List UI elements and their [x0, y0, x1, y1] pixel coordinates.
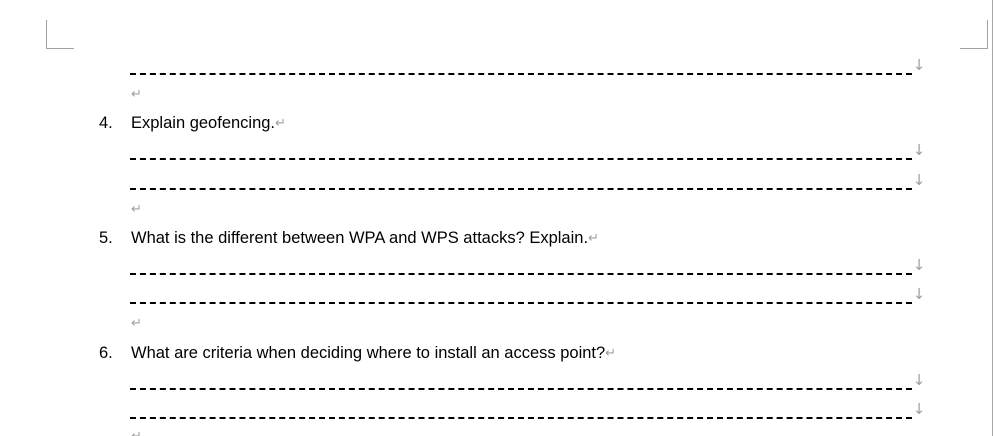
line-break-mark-icon: ↓ [912, 400, 926, 418]
line-break-mark-icon: ↓ [912, 141, 926, 159]
question-label: What are criteria when deciding where to… [131, 344, 606, 362]
list-item-number: 5. [99, 229, 113, 247]
line-break-mark-icon: ↓ [912, 256, 926, 274]
answer-rule-line[interactable] [130, 388, 912, 390]
list-item-number: 4. [99, 114, 113, 132]
question-text[interactable]: What are criteria when deciding where to… [131, 343, 616, 364]
line-break-mark-icon: ↓ [912, 56, 926, 74]
paragraph-mark-icon: ↵ [588, 231, 599, 246]
question-text[interactable]: What is the different between WPA and WP… [131, 228, 599, 249]
answer-rule-line[interactable] [130, 158, 912, 160]
paragraph-mark-icon: ↵ [131, 316, 142, 331]
answer-rule-line[interactable] [130, 302, 912, 304]
line-break-mark-icon: ↓ [912, 285, 926, 303]
question-label: What is the different between WPA and WP… [131, 229, 589, 247]
answer-rule-line[interactable] [130, 188, 912, 190]
paragraph-mark-icon: ↵ [131, 202, 142, 217]
paragraph-mark-icon: ↵ [605, 346, 617, 361]
answer-rule-line[interactable] [130, 73, 912, 75]
margin-marker-top-left [46, 20, 74, 49]
line-break-mark-icon: ↓ [912, 171, 926, 189]
list-item-number: 6. [99, 344, 113, 362]
paragraph-mark-icon: ↵ [275, 116, 286, 131]
answer-rule-line[interactable] [130, 417, 912, 419]
line-break-mark-icon: ↓ [912, 371, 926, 389]
question-label: Explain geofencing. [131, 114, 276, 132]
paragraph-mark-icon: ↵ [131, 430, 142, 436]
paragraph-mark-icon: ↵ [131, 87, 142, 102]
answer-rule-line[interactable] [130, 273, 912, 275]
margin-marker-top-right [960, 20, 988, 49]
question-text[interactable]: Explain geofencing.↵ [131, 113, 286, 134]
